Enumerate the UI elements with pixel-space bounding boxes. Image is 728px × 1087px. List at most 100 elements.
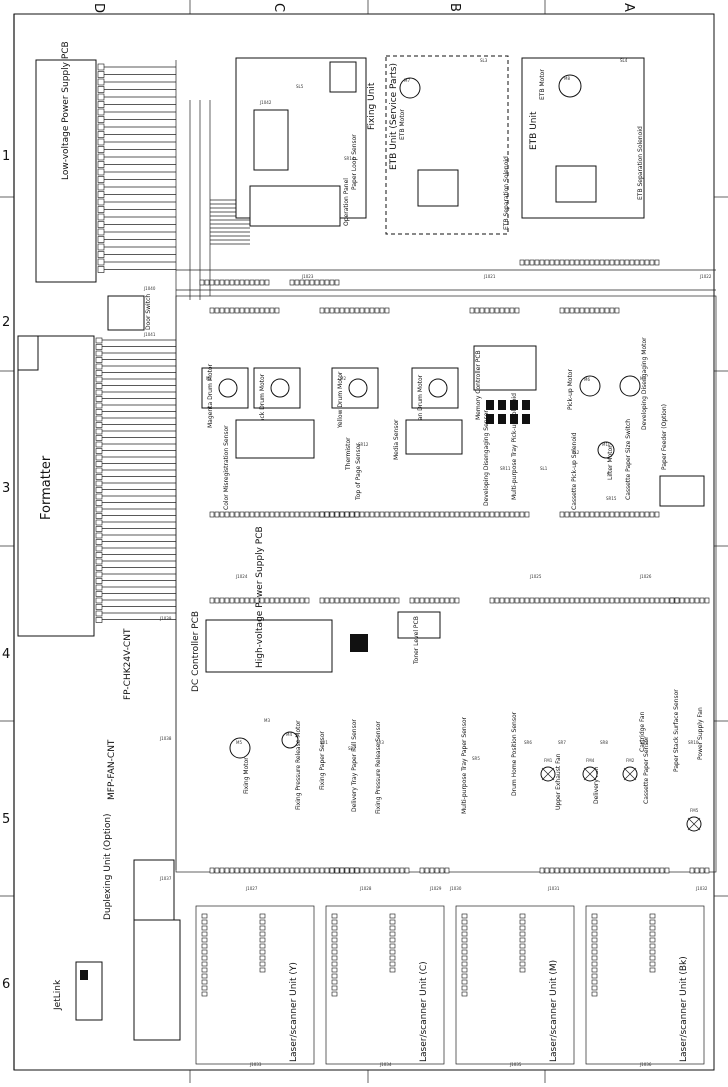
door-switch-box (107, 295, 145, 331)
fp-chk-cnt-label: FP-CHK24V-CNT (123, 628, 133, 700)
jetlink-label: JetLink (53, 979, 63, 1011)
pickup-motor-label: Pick-up Motor (567, 369, 574, 410)
motor-code: M10 (602, 442, 611, 447)
fixing-motor-label: Fixing Motor (243, 757, 250, 794)
hvps-box (205, 619, 333, 673)
mp-pickup-sol-label: Multi-purpose Tray Pick-up Solenoid (511, 393, 518, 500)
delivery-tray-full-label: Delivery Tray Paper Full Sensor (351, 719, 358, 812)
fan-code: FM5 (690, 808, 699, 813)
mfp-fan-cnt-label: MFP-FAN-CNT (107, 739, 117, 800)
connector-code: J1022 (699, 274, 712, 279)
motor-code: M2 (340, 376, 346, 381)
duplex-box (133, 859, 175, 925)
solenoid-code: SL2 (572, 450, 580, 455)
sensor-code: SR6 (524, 740, 532, 745)
drum-motor-label: Yellow Drum Motor (337, 371, 344, 429)
mp-tray-sensor-label: Multi-purpose Tray Paper Sensor (461, 717, 468, 814)
connector-code: J1036 (639, 1062, 652, 1067)
paper-loop-label: Paper Loop Sensor (351, 134, 358, 190)
top-of-page-label: Top of Page Sensor (355, 443, 362, 501)
connector-code: J1041 (143, 332, 156, 337)
media-sensor-label: Media Sensor (393, 419, 400, 460)
connector-code: J1023 (301, 274, 314, 279)
connector-code: J1038 (159, 736, 172, 741)
connector-code: J1035 (509, 1062, 522, 1067)
motor-code: M8 (564, 76, 570, 81)
paper-stack-sensor-label: Paper Stack Surface Sensor (673, 689, 680, 772)
sensor-code: SR3 (376, 740, 384, 745)
connector-code: J1040 (143, 286, 156, 291)
color-misreg-box (235, 419, 315, 459)
lifter-motor-m10 (597, 441, 615, 459)
lvps-board (35, 59, 97, 283)
drum-motor-label: Cyan Drum Motor (417, 374, 424, 428)
etb-sep-a-label: ETB Separation Solenoid (637, 126, 644, 200)
fan-code: FM1 (544, 758, 553, 763)
sensor-code: SR14 (344, 156, 355, 161)
memory-chips (486, 400, 530, 424)
motor-code: M5 (236, 740, 242, 745)
lifter-motor-label: Lifter Motor (607, 445, 614, 480)
delivery-fan-label: Delivery Fan (593, 767, 600, 804)
etb-unit-label: ETB Unit (529, 111, 539, 150)
etb-sep-label: ETB Separation Solenoid (503, 156, 510, 230)
motor-code: M4 (286, 732, 292, 737)
connector-strips (199, 259, 710, 874)
fixing-unit-label: Fixing Unit (367, 82, 377, 130)
fixing-paper-sensor-label: Fixing Paper Sensor (319, 731, 326, 790)
fix-press-rel-motor-m4 (281, 731, 299, 749)
etb-motor-m8 (558, 74, 582, 98)
cassette-paper-sensor-label: Cassette Paper Sensor (643, 736, 650, 804)
operation-panel-box (249, 185, 341, 227)
sensor-code: SR10 (688, 740, 699, 745)
formatter-tab (17, 335, 39, 371)
connector-code: J1037 (159, 876, 172, 881)
etb-service-label: ETB Unit (Service Parts) (389, 63, 399, 170)
formatter-connector (95, 337, 176, 623)
etb-service-block (417, 169, 459, 207)
zone-a: A (621, 3, 636, 12)
motor-code: M3 (264, 718, 270, 723)
pickup-motor-m (579, 375, 601, 397)
color-misreg-label: Color Misregistration Sensor (223, 425, 230, 510)
solenoid-code: SL1 (540, 466, 548, 471)
connector-code: J1026 (639, 574, 652, 579)
connector-code: J1021 (483, 274, 496, 279)
formatter-board (17, 335, 95, 637)
connector-code: J1034 (379, 1062, 392, 1067)
motor-code: M9 (640, 376, 646, 381)
fan-code: FM4 (586, 758, 595, 763)
fixing-relay-block (253, 109, 289, 171)
zone-d: D (91, 3, 106, 13)
etb-motor-a-label: ETB Motor (539, 69, 546, 100)
motor-code: M7 (404, 78, 410, 83)
connector-code: J1042 (259, 100, 272, 105)
sensor-code: SR12 (358, 442, 369, 447)
connector-code: J1025 (529, 574, 542, 579)
motor-code: M6 (584, 377, 590, 382)
drum-home-sensor-label: Drum Home Position Sensor (511, 711, 518, 796)
paper-feeder-box (659, 475, 705, 507)
etb-service-box (385, 55, 509, 235)
connector-code: J1024 (235, 574, 248, 579)
operation-panel-label: Operation Panel (343, 178, 350, 226)
connector-code: J1027 (245, 886, 258, 891)
door-switch-label: Door Switch (145, 294, 152, 330)
toner-level-box (397, 611, 441, 639)
etb-motor-m7 (399, 77, 421, 99)
cassette-pickup-sol-label: Cassette Pick-up Solenoid (571, 432, 578, 510)
cartridge-fan-label: Cartridge Fan (639, 711, 646, 752)
sensor-code: SR1 (320, 740, 328, 745)
sensor-code: SR15 (606, 496, 617, 501)
scanner-unit-label: Laser/scanner Unit (M) (549, 960, 559, 1062)
zone-6: 6 (2, 977, 10, 992)
memory-controller-box (473, 345, 537, 391)
fan-group (540, 766, 702, 832)
sensor-code: SR11 (500, 466, 511, 471)
connector-code: J1033 (249, 1062, 262, 1067)
laser-scanner-group: Laser/scanner Unit (Y)Laser/scanner Unit… (195, 905, 705, 1065)
hvps-chip (350, 634, 368, 652)
